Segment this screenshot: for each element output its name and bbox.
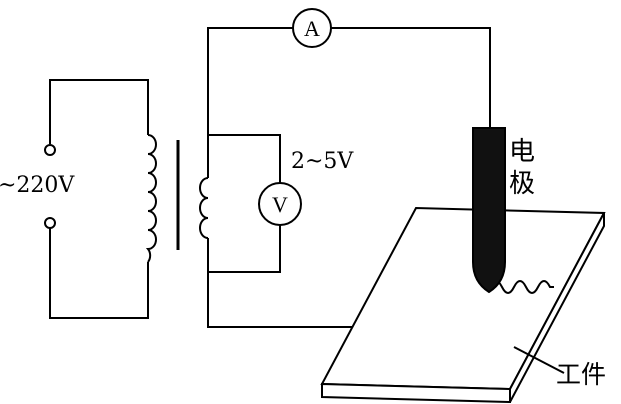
voltmeter: V <box>258 182 302 226</box>
workpiece-plate <box>320 206 606 404</box>
terminal-bottom-icon <box>44 217 56 229</box>
voltmeter-icon <box>258 182 302 226</box>
primary-top-wire <box>49 79 149 144</box>
workpiece-leader-line <box>513 346 565 374</box>
primary-circuit <box>44 79 157 319</box>
ammeter: A <box>292 8 332 48</box>
voltmeter-bottom-wire <box>207 225 281 273</box>
voltmeter-top-wire <box>207 134 281 183</box>
ammeter-right-wire <box>331 27 491 128</box>
voltmeter-label: V <box>272 192 288 217</box>
electrode-label-char2: 极 <box>509 169 535 199</box>
ammeter-label: A <box>304 16 320 41</box>
workpiece-return-wire <box>207 272 355 328</box>
ammeter-icon <box>292 8 332 48</box>
plate-side-face <box>509 212 605 403</box>
electrode-label-char1: 电 <box>509 137 535 167</box>
arc-spark-icon <box>489 280 554 294</box>
secondary-coil-icon <box>199 177 209 239</box>
electrode <box>472 127 506 294</box>
workpiece-label: 工件 <box>556 360 606 389</box>
electrode-rod-icon <box>472 127 506 294</box>
primary-coil-icon <box>145 134 157 263</box>
secondary-voltage-label: 2~5V <box>291 149 354 174</box>
primary-bottom-wire <box>49 228 149 319</box>
terminal-top-icon <box>44 144 56 156</box>
source-voltage-label: ~220V <box>0 173 75 198</box>
ammeter-left-wire <box>207 27 293 135</box>
secondary-circuit <box>199 27 491 328</box>
